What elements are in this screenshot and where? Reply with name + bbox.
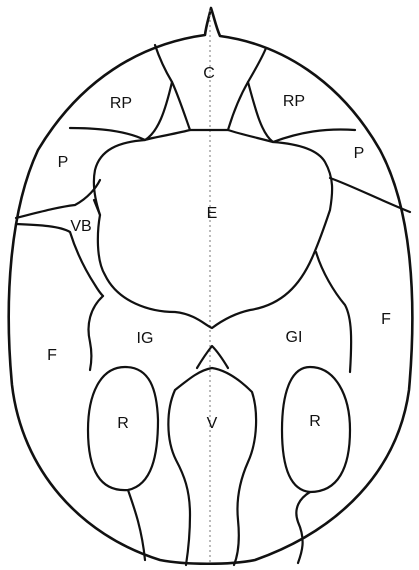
label-vb: VB: [70, 218, 91, 235]
v-region-outline: [168, 368, 256, 565]
label-rp-right: RP: [283, 93, 305, 110]
label-f-left: F: [47, 347, 57, 364]
label-f-right: F: [381, 311, 391, 328]
r-right-tail: [296, 492, 310, 563]
p-left-boundary: [16, 180, 100, 218]
label-v: V: [207, 415, 218, 432]
label-r-right: R: [309, 413, 321, 430]
label-e: E: [207, 205, 218, 222]
outer-contour: [9, 8, 413, 564]
gi-right-boundary: [316, 252, 351, 372]
label-c: C: [203, 65, 215, 82]
e-region-outline: [94, 130, 332, 328]
label-ig: IG: [137, 330, 154, 347]
label-gi: GI: [286, 329, 303, 346]
label-rp-left: RP: [110, 95, 132, 112]
label-p-right: P: [354, 145, 365, 162]
v-region-top: [197, 346, 228, 368]
label-p-left: P: [58, 154, 69, 171]
ig-left-boundary: [89, 296, 103, 370]
label-r-left: R: [117, 415, 129, 432]
rp-right-boundary: [248, 82, 355, 142]
